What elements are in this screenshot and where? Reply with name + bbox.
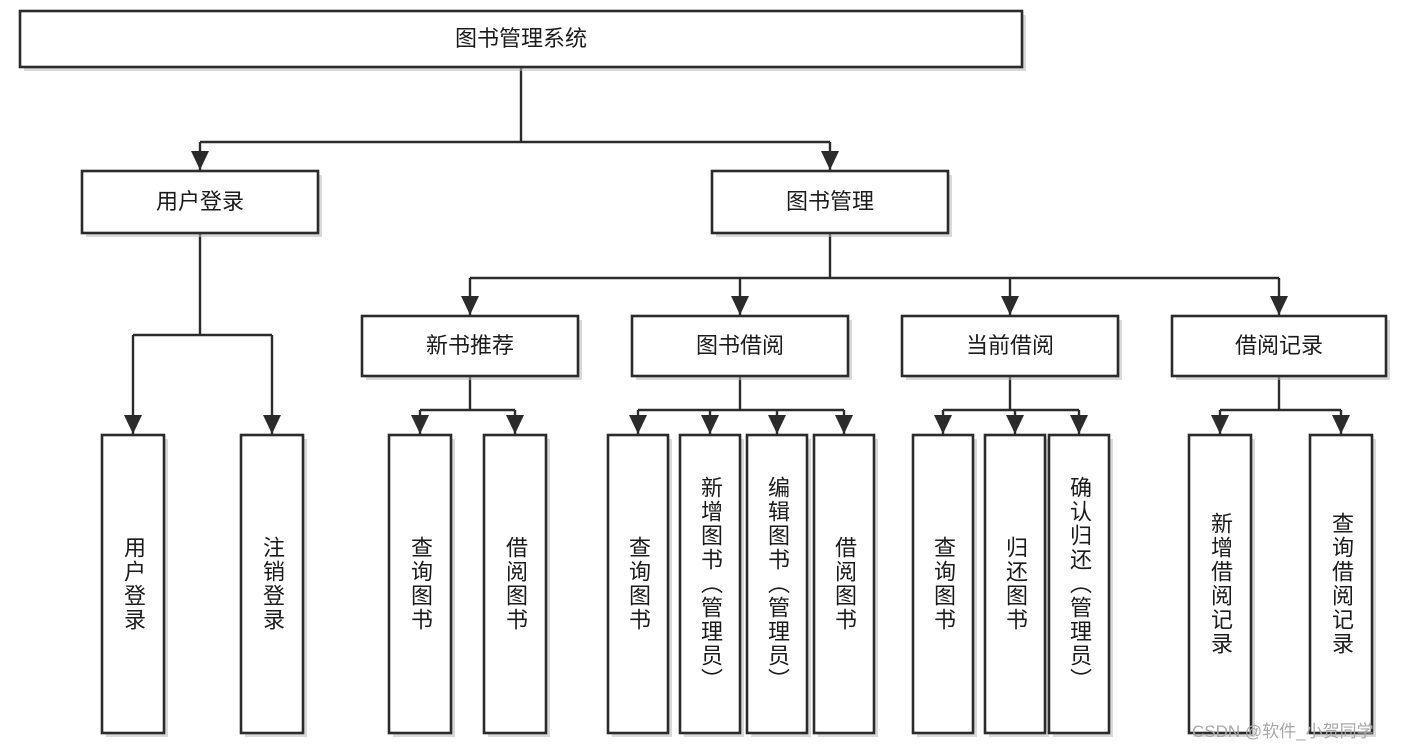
arrow-head-icon (731, 296, 749, 315)
arrow-head-icon (629, 415, 647, 434)
node-label-level2-0: 用户登录 (156, 189, 244, 214)
node-label-level3-3: 借阅记录 (1235, 333, 1323, 358)
arrow-head-icon (1211, 415, 1229, 434)
node-box-leaf-5[interactable] (678, 433, 742, 735)
node-box-level3-1[interactable] (630, 314, 850, 378)
node-label-level3-1: 图书借阅 (696, 333, 784, 358)
node-box-leaf-9[interactable] (983, 433, 1047, 735)
node-box-level2-1[interactable] (710, 169, 950, 235)
arrow-head-icon (821, 151, 839, 170)
node-box-level3-0[interactable] (360, 314, 580, 378)
arrow-head-icon (1070, 415, 1088, 434)
arrow-head-icon (506, 415, 524, 434)
arrow-head-icon (1270, 296, 1288, 315)
arrow-head-icon (124, 415, 142, 434)
node-label-level3-2: 当前借阅 (966, 333, 1054, 358)
arrow-head-icon (263, 415, 281, 434)
arrow-head-icon (1006, 415, 1024, 434)
arrow-head-icon (768, 415, 786, 434)
node-box-leaf-6[interactable] (745, 433, 809, 735)
arrow-head-icon (1001, 296, 1019, 315)
node-box-leaf-8[interactable] (911, 433, 975, 735)
arrow-head-icon (835, 415, 853, 434)
arrow-head-icon (191, 151, 209, 170)
node-box-leaf-7[interactable] (812, 433, 876, 735)
node-box-leaf-11[interactable] (1187, 433, 1253, 735)
node-label-level3-0: 新书推荐 (426, 333, 514, 358)
node-box-level2-0[interactable] (80, 169, 320, 235)
node-box-leaf-10[interactable] (1047, 433, 1111, 735)
node-box-leaf-2[interactable] (387, 433, 453, 735)
arrow-head-icon (461, 296, 479, 315)
node-boxes-layer (18, 9, 1388, 735)
node-box-leaf-12[interactable] (1308, 433, 1374, 735)
arrow-head-icon (1332, 415, 1350, 434)
arrow-head-icon (701, 415, 719, 434)
node-label-level2-1: 图书管理 (786, 189, 874, 214)
connectors-layer (124, 67, 1350, 434)
arrow-head-icon (411, 415, 429, 434)
node-box-level3-3[interactable] (1170, 314, 1388, 378)
node-box-root[interactable] (18, 9, 1024, 69)
node-box-leaf-1[interactable] (239, 433, 305, 735)
node-box-leaf-4[interactable] (606, 433, 670, 735)
watermark-text: CSDN @软件_小贺同学 (1192, 722, 1374, 741)
node-box-level3-2[interactable] (900, 314, 1120, 378)
node-label-root: 图书管理系统 (455, 26, 587, 51)
arrow-head-icon (934, 415, 952, 434)
node-box-leaf-3[interactable] (482, 433, 548, 735)
node-box-leaf-0[interactable] (100, 433, 166, 735)
